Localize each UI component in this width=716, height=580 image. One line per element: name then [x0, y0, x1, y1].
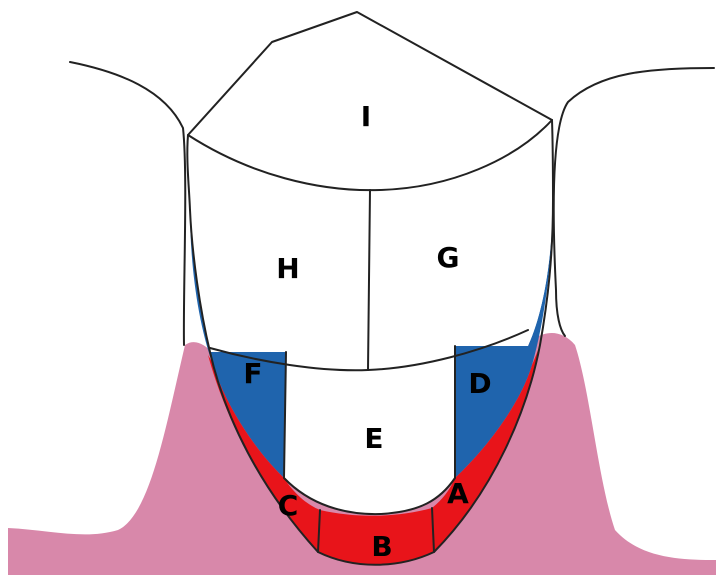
crown-right-edge: [552, 120, 553, 200]
zone-label-d: D: [468, 367, 491, 400]
left-adjacent-tooth: [70, 62, 185, 345]
zone-label-i: I: [361, 100, 371, 133]
zone-label-a: A: [447, 477, 469, 510]
zone-label-h: H: [276, 252, 299, 285]
right-adjacent-tooth: [554, 68, 714, 336]
zone-label-c: C: [278, 489, 299, 522]
zone-label-f: F: [243, 357, 262, 390]
zone-label-b: B: [371, 530, 392, 563]
zone-label-e: E: [364, 422, 383, 455]
zone-label-g: G: [437, 241, 460, 274]
